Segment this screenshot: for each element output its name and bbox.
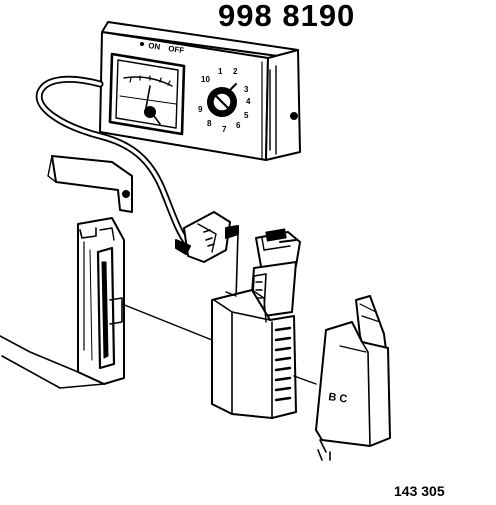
dial-mark: 5 [244,111,249,120]
meter-pointer [145,85,151,109]
dial-mark: 8 [207,119,212,128]
adapter-ribs [274,326,292,402]
dial-mark: 7 [222,125,227,134]
dial-mark: 6 [236,121,241,130]
control-unit-bracket [0,155,133,389]
probe-plug [175,211,239,263]
harness-plug-body [315,321,391,447]
probe-tip [225,225,239,239]
dial-mark: 10 [201,75,210,84]
cable-inner [37,77,190,246]
adapter-connector [211,228,301,419]
dial-mark: 9 [198,105,203,114]
dial-mark: 4 [246,97,251,106]
switch-label-off: OFF [168,44,185,55]
leader-line-harness [293,375,317,385]
connector-marking: B C [328,391,348,406]
bracket-top [51,155,133,213]
meter-face [115,59,179,129]
tester-unit: ON OFF 10 1 2 3 4 5 6 [99,21,301,161]
adapter-body [211,289,297,419]
test-cable [35,75,192,248]
figure-number: 143 305 [394,483,445,499]
selector-dial [207,83,237,117]
control-unit-body [0,335,79,373]
dial-marks: 10 1 2 3 4 5 6 7 8 9 [198,67,251,134]
bracket-hole-icon [122,190,130,198]
dial-mark: 1 [218,67,223,76]
side-screw-icon [290,112,298,120]
dial-mark: 3 [244,85,249,94]
tester-side-face [265,49,301,161]
meter [108,52,186,136]
switch-label-on: ON [148,41,161,52]
probe-body [183,211,231,263]
meter-zero-knob [144,106,156,118]
leader-line-unit [121,303,213,341]
tool-part-number: 998 8190 [218,0,356,33]
harness-connector: B C [315,295,391,461]
dial-mark: 2 [233,67,238,76]
switch-marker-icon [140,42,144,46]
